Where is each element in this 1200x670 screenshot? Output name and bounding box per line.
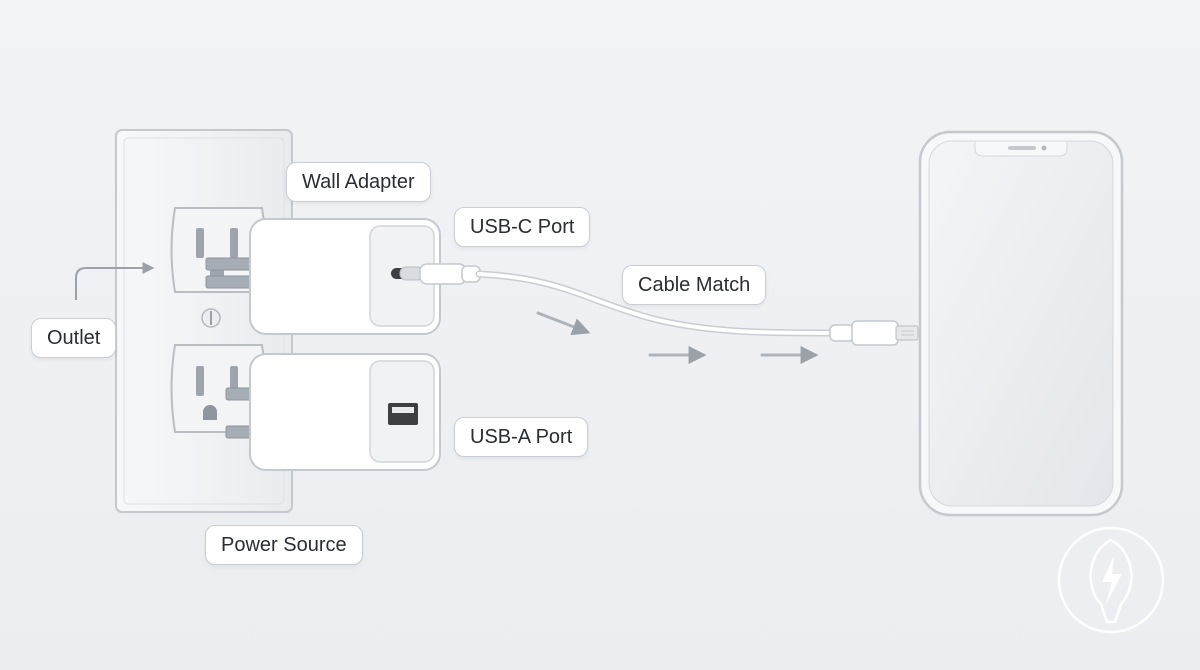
lightning-bolt-badge-icon bbox=[1057, 526, 1165, 634]
usb-c-to-lightning-cable-icon bbox=[399, 263, 919, 346]
smartphone-icon bbox=[918, 130, 1124, 517]
wall-adapter-label: Wall Adapter bbox=[286, 162, 431, 202]
usb-a-adapter-icon bbox=[225, 353, 441, 471]
cable-match-label: Cable Match bbox=[622, 265, 767, 305]
outlet-arrow bbox=[75, 262, 155, 300]
usb-c-port-label: USB-C Port bbox=[454, 207, 591, 247]
power-flow-arrow-1 bbox=[536, 311, 591, 336]
wall-outlet-icon bbox=[115, 129, 293, 513]
usb-a-port-label: USB-A Port bbox=[454, 417, 589, 457]
flow-arrows bbox=[75, 262, 819, 364]
power-source-label: Power Source bbox=[205, 525, 363, 565]
outlet-label: Outlet bbox=[31, 318, 117, 358]
